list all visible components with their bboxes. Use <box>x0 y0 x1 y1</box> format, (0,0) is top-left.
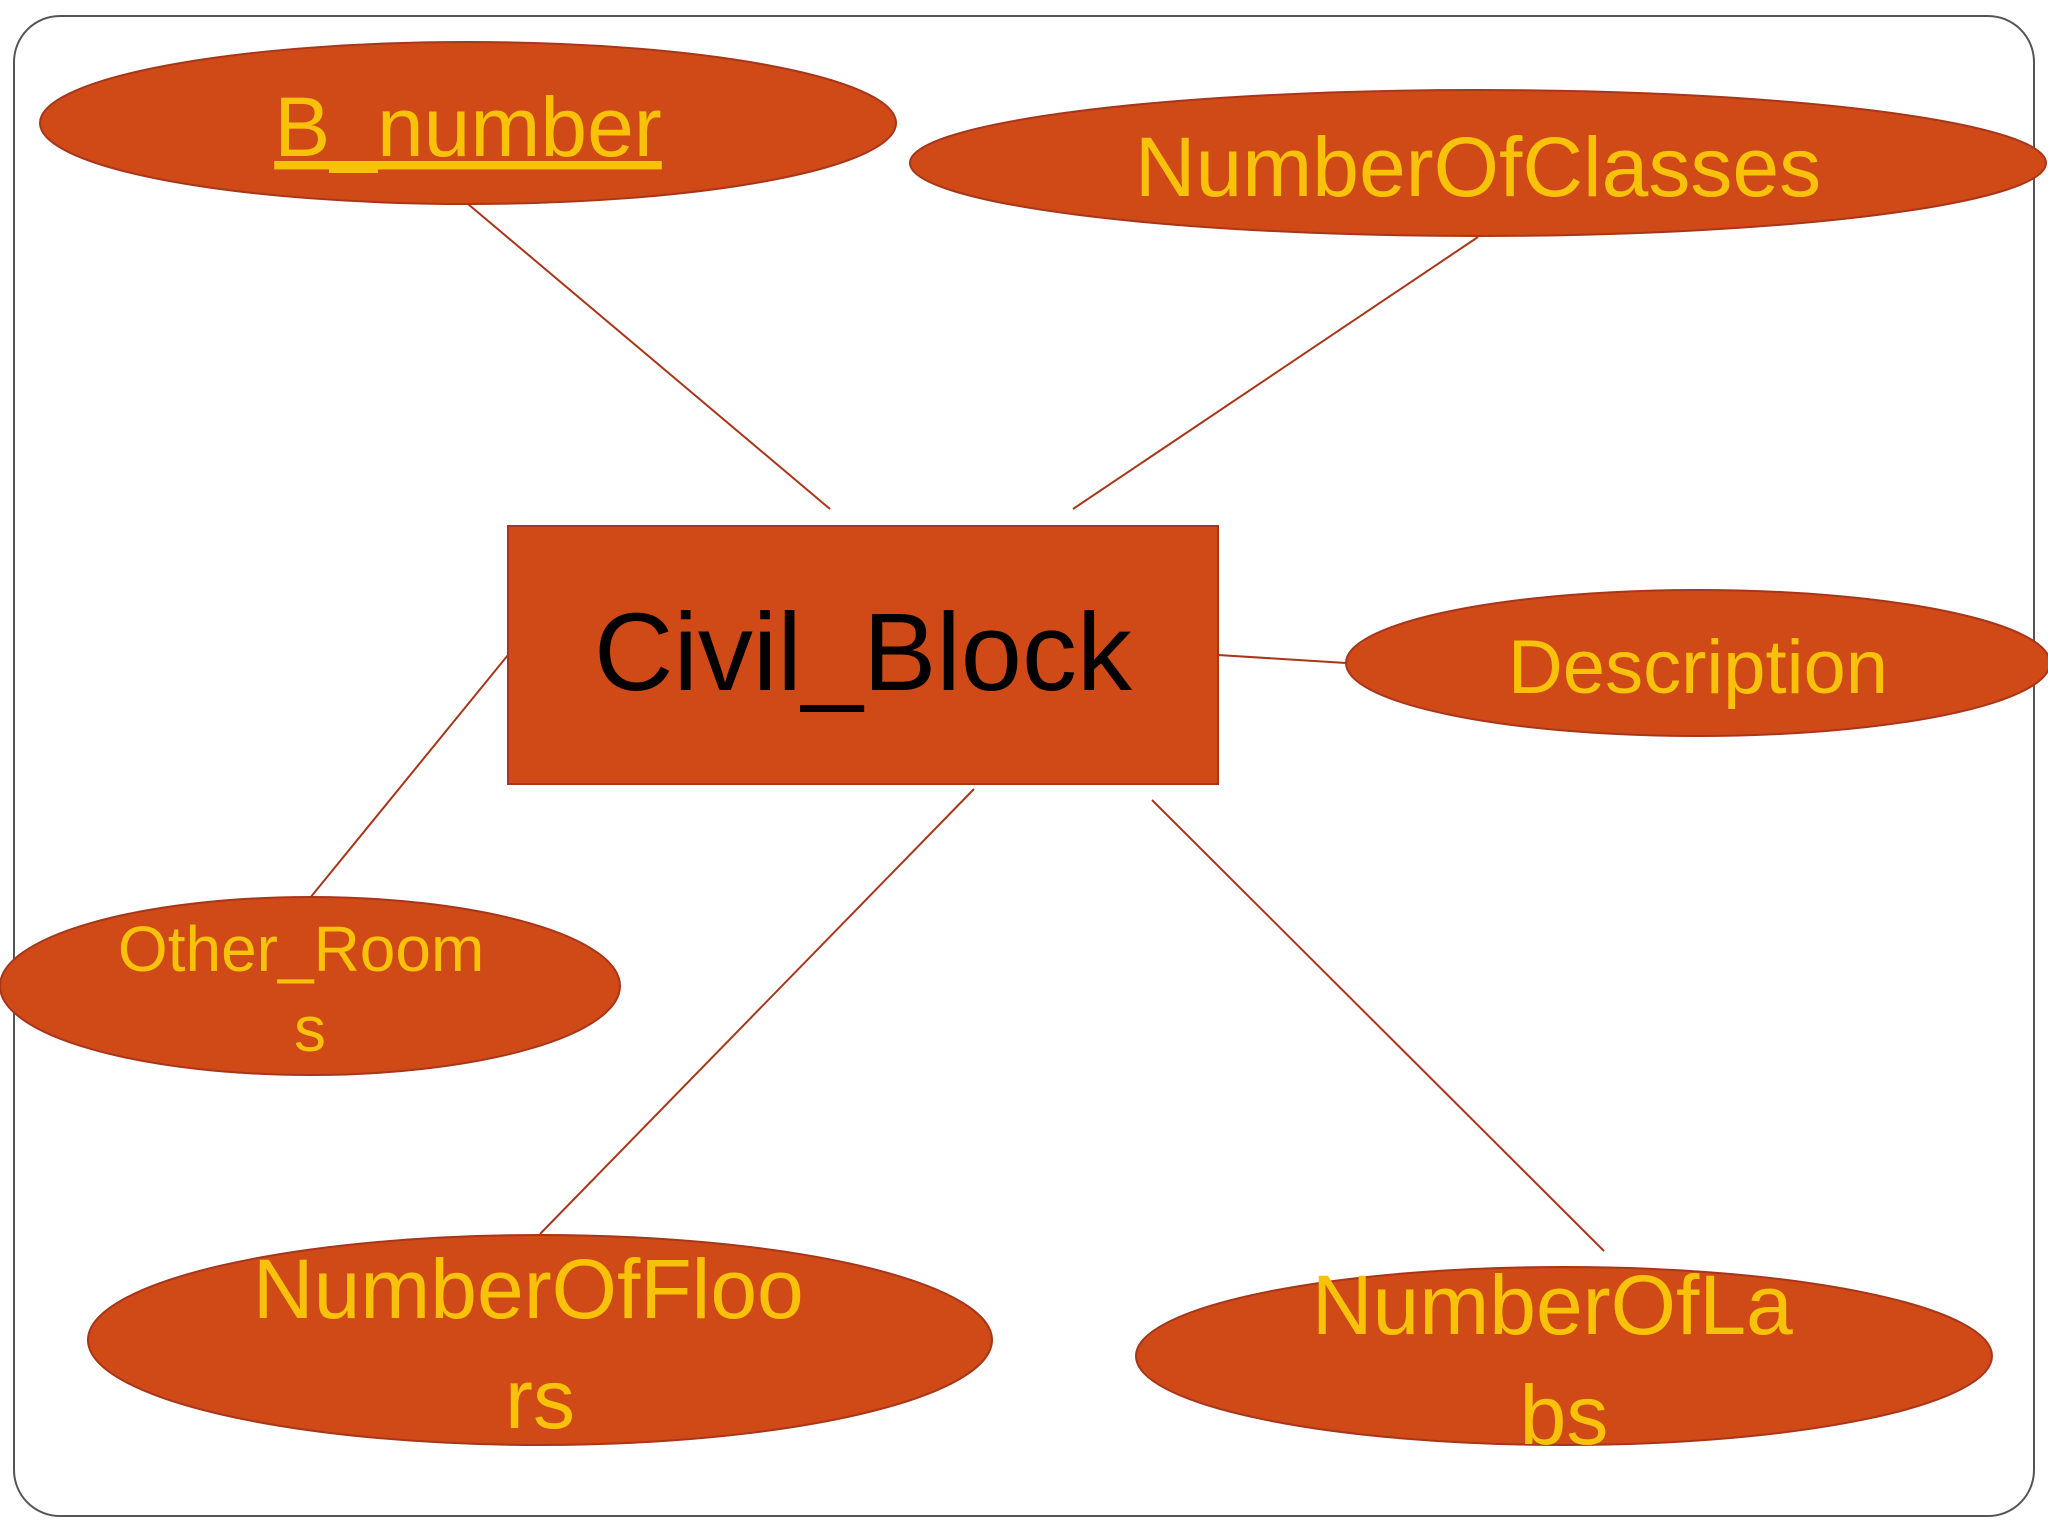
attribute-label: B_number <box>274 80 662 174</box>
attribute-label: NumberOfLa bs <box>1312 1258 1816 1462</box>
connector-description <box>1217 654 1347 664</box>
attribute-b-number[interactable]: B_number <box>39 41 897 205</box>
connector-lines <box>309 203 1605 1252</box>
attribute-number-of-classes[interactable]: NumberOfClasses <box>909 89 2047 237</box>
attribute-ellipse <box>909 89 2047 237</box>
attribute-label-line: s <box>294 993 326 1065</box>
attribute-label: Description <box>1508 625 1888 710</box>
connector-other-rooms <box>309 654 509 899</box>
attribute-label: NumberOfFloo rs <box>253 1242 827 1446</box>
connector-b-number <box>467 203 831 510</box>
entity-civil-block[interactable]: Civil_Block <box>507 525 1219 785</box>
attribute-number-of-floors[interactable]: NumberOfFloo rs <box>87 1234 993 1446</box>
connector-number-of-floors <box>539 788 975 1235</box>
attribute-label-line: Other_Room <box>118 913 484 985</box>
attribute-label: Other_Room s <box>118 913 502 1065</box>
attribute-label-line: NumberOfClasses <box>1135 120 1821 214</box>
attribute-ellipse <box>1135 1266 1993 1446</box>
attribute-ellipse <box>39 41 897 205</box>
attribute-ellipse <box>87 1234 993 1446</box>
attribute-label-line: Description <box>1508 625 1888 710</box>
attribute-label-line: rs <box>505 1352 575 1446</box>
attribute-label-line: bs <box>1520 1368 1609 1462</box>
attribute-label-line: NumberOfLa <box>1312 1258 1793 1352</box>
attribute-ellipse <box>0 896 621 1076</box>
entity-label: Civil_Block <box>594 591 1133 714</box>
attribute-label: NumberOfClasses <box>1135 120 1821 214</box>
attribute-description[interactable]: Description <box>1345 589 2048 737</box>
attribute-other-rooms[interactable]: Other_Room s <box>0 896 621 1076</box>
attribute-ellipse <box>1345 589 2048 737</box>
attribute-number-of-labs[interactable]: NumberOfLa bs <box>1135 1258 1993 1462</box>
entity-box <box>507 525 1219 785</box>
connector-number-of-labs <box>1151 799 1605 1252</box>
connector-number-of-classes <box>1072 236 1479 510</box>
attribute-label-line: B_number <box>274 80 662 174</box>
attribute-label-line: NumberOfFloo <box>253 1242 804 1336</box>
